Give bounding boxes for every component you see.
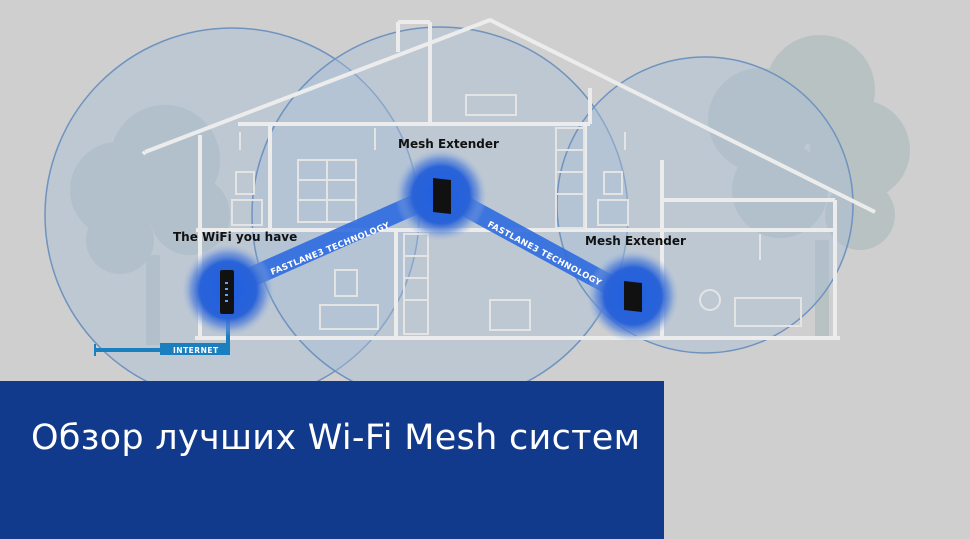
banner-title: Обзор лучших Wi-Fi Mesh систем <box>31 418 641 458</box>
label-mesh-extender-top: Mesh Extender <box>398 137 499 151</box>
house-outline <box>141 18 876 340</box>
mesh-extender-icon-right <box>624 281 642 312</box>
house-details <box>231 94 802 335</box>
title-banner <box>0 381 664 539</box>
router-icon <box>220 270 234 314</box>
label-wifi-you-have: The WiFi you have <box>173 230 298 244</box>
label-mesh-extender-right: Mesh Extender <box>585 234 686 248</box>
tree-icon-right <box>708 35 910 340</box>
internet-label: INTERNET <box>173 346 219 355</box>
mesh-extender-icon-top <box>433 178 451 214</box>
